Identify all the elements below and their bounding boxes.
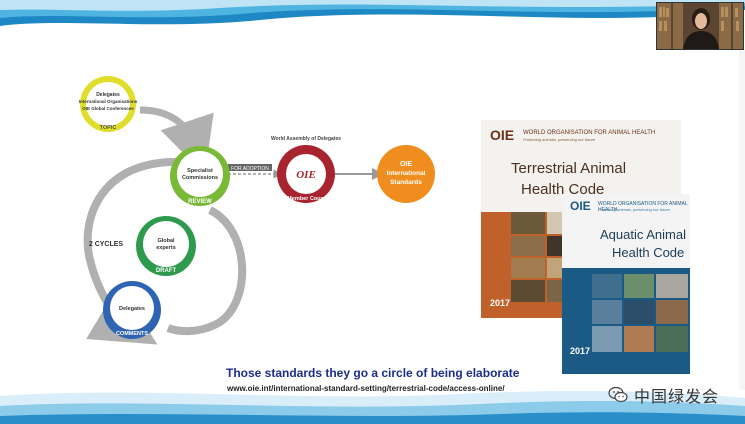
watermark: 中国绿发会 [608,383,719,407]
svg-text:OIE Global Conferences: OIE Global Conferences [82,106,134,111]
book-year: 2017 [570,346,591,356]
topic-circle: Delegates International Organisations OI… [79,76,138,132]
draft-circle: Global experts DRAFT [136,216,196,276]
review-circle: Specialist Commissions REVIEW [170,146,230,206]
aquatic-code-book-cover: OIE WORLD ORGANISATION FOR ANIMAL HEALTH… [562,194,690,374]
book-title: Aquatic Animal Health Code [600,227,686,260]
book-year: 2017 [490,298,511,308]
oie-logo: OIE [490,127,515,143]
book-tagline: Protecting animals, preserving our futur… [523,137,596,142]
svg-text:International Organisations: International Organisations [79,99,138,104]
book-photo-collage [592,274,688,352]
book-cover-header [562,194,690,268]
svg-text:180 Member Countries: 180 Member Countries [277,196,336,202]
svg-text:OIE: OIE [296,169,316,181]
top-wave-decoration [0,0,745,26]
assembly-circle: OIE World Assembly of Delegates 180 Memb… [271,136,341,203]
svg-text:Specialist: Specialist [187,168,213,174]
svg-text:World Assembly of Delegates: World Assembly of Delegates [271,136,341,142]
source-url: www.oie.int/international-standard-setti… [227,384,505,393]
svg-text:Commissions: Commissions [182,175,218,181]
svg-text:TOPIC: TOPIC [100,125,117,131]
svg-text:Delegates: Delegates [119,306,145,312]
svg-text:Standards: Standards [390,179,422,186]
svg-text:experts: experts [156,245,176,251]
topic-to-review-arrow [139,106,214,175]
oie-logo: OIE [570,199,591,213]
webcam-presenter [656,2,744,50]
cycles-label: 2 CYCLES [89,241,124,248]
svg-text:REVIEW: REVIEW [188,199,212,205]
slide-right-edge [739,50,745,390]
return-arc [166,206,247,336]
svg-text:OIE: OIE [400,161,412,168]
book-org-name: WORLD ORGANISATION FOR ANIMAL HEALTH [598,201,688,213]
svg-text:DRAFT: DRAFT [156,268,177,274]
svg-text:COMMENTS: COMMENTS [116,331,148,337]
svg-text:Delegates: Delegates [96,92,120,98]
comments-circle: Delegates COMMENTS [103,281,161,339]
svg-text:International: International [386,170,425,177]
for-adoption-label: FOR ADOPTION [231,166,269,172]
wechat-icon [608,386,628,403]
svg-text:Global: Global [157,238,175,244]
standard-setting-diagram: FOR ADOPTION Delegates International Org… [79,76,435,345]
watermark-text: 中国绿发会 [634,387,720,406]
subtitle-caption: Those standards they go a circle of bein… [226,366,520,380]
book-org-name: WORLD ORGANISATION FOR ANIMAL HEALTH [523,130,656,136]
book-tagline: Protecting animals, preserving our futur… [598,207,671,212]
bottom-wave-decoration [0,391,745,424]
standards-circle: OIE International Standards [377,145,435,203]
book-title: Terrestrial Animal Health Code [511,160,627,198]
